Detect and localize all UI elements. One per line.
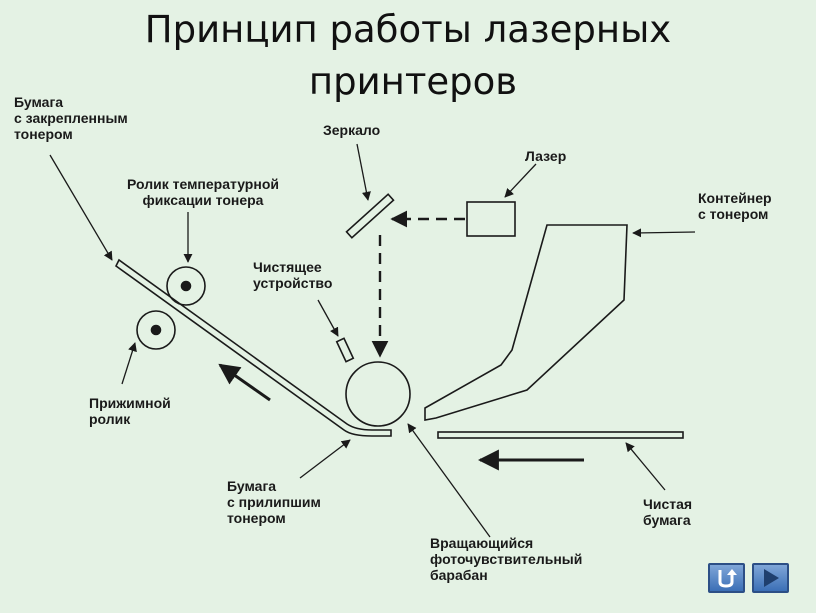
label-laser: Лазер xyxy=(525,148,567,164)
label-mirror: Зеркало xyxy=(323,122,381,138)
return-button[interactable] xyxy=(708,563,745,593)
pressure-roller xyxy=(136,310,176,350)
label-toner-container: Контейнер с тонером xyxy=(698,190,772,222)
title-line-2: принтеров xyxy=(308,60,518,103)
fuser-roller-axle xyxy=(180,280,192,292)
toner-container xyxy=(424,224,628,421)
leader-toner xyxy=(632,228,696,238)
photosensitive-drum xyxy=(345,361,411,427)
leader-pressure xyxy=(121,342,137,385)
leader-clean-paper xyxy=(625,442,666,491)
page-title: Принцип работы лазерных принтеров xyxy=(0,4,816,108)
label-drum: Вращающийся фоточувствительный барабан xyxy=(430,535,583,583)
return-arrow-icon xyxy=(718,569,737,588)
laser-unit xyxy=(466,201,516,237)
leader-cleaning xyxy=(317,299,339,337)
title-line-1: Принцип работы лазерных xyxy=(144,8,672,51)
play-right-icon xyxy=(764,569,779,587)
next-button[interactable] xyxy=(752,563,789,593)
label-paper-fixed-toner: Бумага с закрепленным тонером xyxy=(14,94,128,142)
label-clean-paper: Чистая бумага xyxy=(643,496,693,528)
paper-exit-arrow xyxy=(218,363,271,402)
label-paper-stuck-toner: Бумага с прилипшим тонером xyxy=(227,478,321,526)
label-pressure-roller: Прижимной ролик xyxy=(89,395,171,427)
clean-paper-sheet xyxy=(437,431,684,439)
leader-paper-stuck xyxy=(299,439,351,479)
leader-paper-fixed xyxy=(49,154,113,261)
label-fuser-roller: Ролик температурной фиксации тонера xyxy=(127,176,279,208)
leader-laser xyxy=(504,163,537,198)
mirror xyxy=(345,193,395,239)
leader-drum xyxy=(407,423,491,538)
fuser-roller xyxy=(166,266,206,306)
leader-mirror xyxy=(356,143,371,201)
label-cleaning-device: Чистящее устройство xyxy=(253,259,333,291)
pressure-roller-axle xyxy=(150,324,162,336)
paper-sheet xyxy=(114,258,392,437)
cleaning-device xyxy=(335,337,355,363)
